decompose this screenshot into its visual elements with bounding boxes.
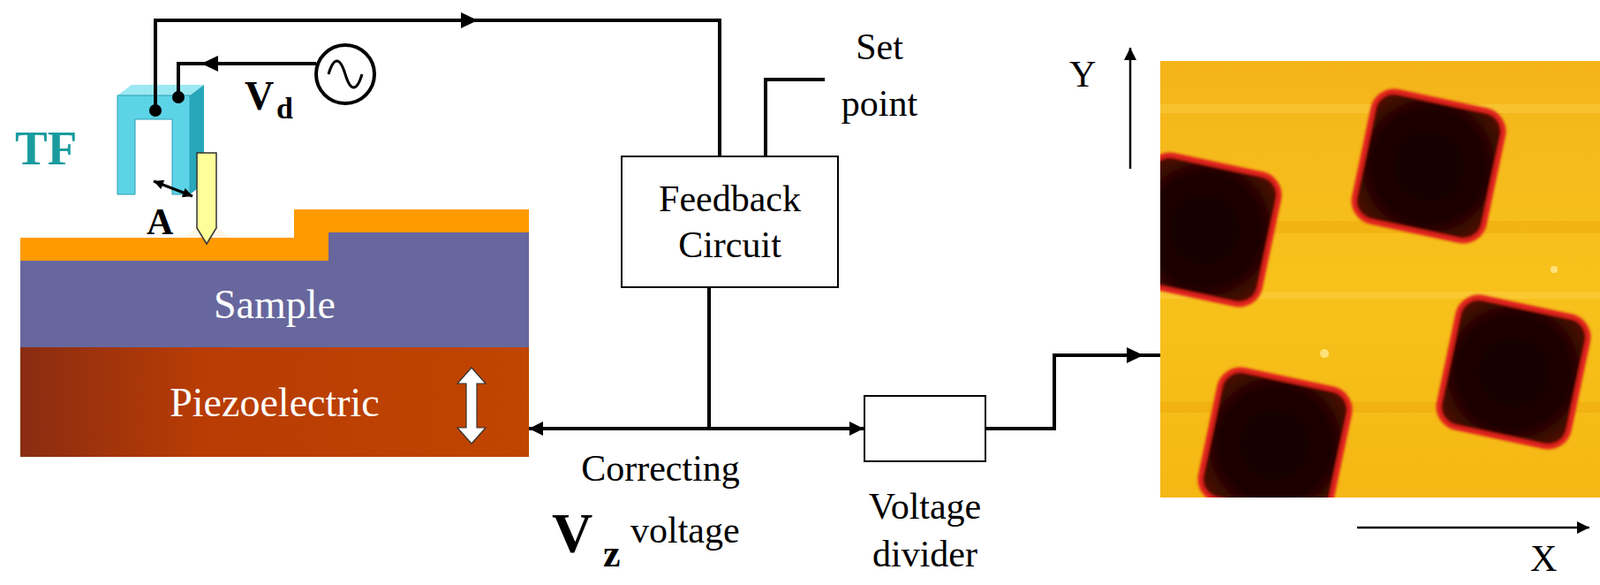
pit-square — [1196, 365, 1354, 498]
signal-name: V — [244, 75, 274, 117]
node-text: Piezoelectric — [169, 378, 380, 426]
sine-symbol — [328, 60, 363, 88]
fork-top-face — [117, 84, 204, 96]
node-text: Sample — [213, 280, 336, 328]
wire-arrow — [201, 55, 219, 72]
probe-tip — [196, 152, 217, 244]
device-label-holder: TF — [15, 123, 77, 173]
signal-label-holder: voltage — [630, 511, 740, 549]
signal-name-holder: V — [244, 75, 274, 117]
surface-speck — [1550, 265, 1558, 273]
signal-label: Correcting — [563, 449, 758, 487]
input-label: Set point — [826, 18, 933, 132]
signal-subscript: z — [603, 534, 621, 574]
setpoint-wire — [765, 79, 825, 156]
signal-subscript-holder: d — [276, 93, 294, 124]
process-box: Feedback Circuit — [620, 155, 839, 288]
wire-arrow — [460, 12, 478, 29]
signal-connector — [709, 287, 864, 429]
amplitude-label-holder: A — [146, 203, 174, 241]
pit-square — [1160, 150, 1284, 309]
box-caption: Voltage divider — [837, 482, 1014, 578]
axis-arrow — [1129, 47, 1133, 169]
node-text: Feedback Circuit — [641, 175, 819, 268]
pit-square — [1434, 293, 1593, 451]
pit-square — [1350, 87, 1508, 245]
coating-layer — [20, 209, 529, 261]
signal-subscript-holder: z — [603, 534, 621, 574]
output-wire — [986, 354, 1161, 429]
axis-label: Y — [1069, 55, 1096, 93]
surface-speck — [1320, 348, 1329, 358]
motion-arrow — [453, 365, 490, 446]
amplitude-label: A — [146, 203, 174, 241]
contact-dot — [172, 90, 185, 104]
axis-label-holder: Y — [1069, 55, 1096, 93]
afm-image — [1160, 60, 1600, 498]
axis-label: X — [1530, 539, 1557, 577]
signal-subscript: d — [276, 93, 294, 124]
signal-label: voltage — [630, 511, 740, 549]
raised-sample — [328, 232, 529, 261]
input-label-holder: Set point — [826, 18, 933, 132]
fork-front-face — [117, 95, 190, 195]
ac-source-symbol — [316, 45, 375, 104]
signal-name-holder: V — [551, 505, 593, 562]
process-box: Voltage divider — [863, 394, 987, 462]
axis-label-holder: X — [1530, 539, 1557, 577]
device-label: TF — [15, 123, 77, 173]
signal-label-holder: Correcting — [563, 449, 758, 487]
sample-band: Sample — [20, 260, 529, 348]
amplitude-arrow — [153, 181, 193, 197]
signal-connector — [528, 287, 710, 429]
axis-arrow — [1357, 526, 1590, 529]
wire-arrow — [1126, 347, 1144, 363]
double-arrow-symbol — [457, 367, 486, 444]
signal-name: V — [551, 505, 593, 562]
piezo-band: Piezoelectric — [20, 347, 529, 457]
contact-dot — [149, 104, 162, 117]
signal-wire — [155, 20, 720, 156]
